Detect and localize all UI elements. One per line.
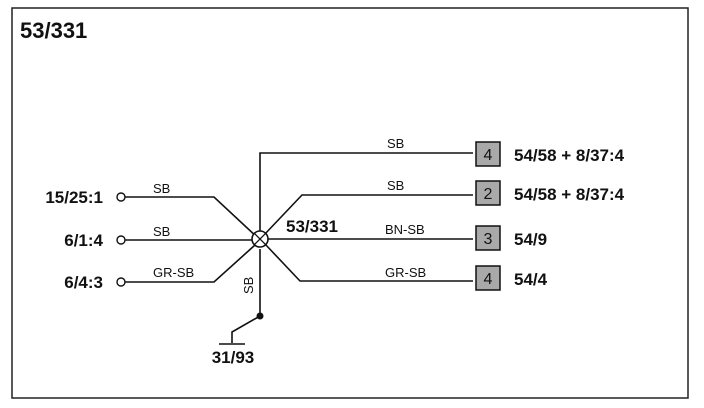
right-connection: 3 BN-SB 54/9 bbox=[268, 222, 547, 251]
connection-label: 15/25:1 bbox=[45, 188, 103, 207]
connection-label: 54/9 bbox=[514, 230, 547, 249]
wire bbox=[125, 244, 256, 283]
wire-color-label: GR-SB bbox=[153, 265, 194, 280]
wire bbox=[125, 196, 260, 240]
wire bbox=[259, 152, 473, 233]
wire-color-label: SB bbox=[153, 224, 170, 239]
right-connection: 4 GR-SB 54/4 bbox=[264, 243, 548, 291]
wire-color-label: SB bbox=[387, 136, 404, 151]
connection-label: 6/4:3 bbox=[64, 273, 103, 292]
wire-color-label: BN-SB bbox=[385, 222, 425, 237]
connector-pin bbox=[475, 141, 501, 167]
ground-label: 31/93 bbox=[212, 348, 255, 367]
connector-pin bbox=[475, 225, 501, 251]
wire-color-label: SB bbox=[387, 178, 404, 193]
connection-label: 6/1:4 bbox=[64, 231, 103, 250]
terminal-circle bbox=[116, 192, 126, 202]
wire-color-label: SB bbox=[241, 277, 256, 294]
wire bbox=[263, 194, 473, 236]
connection-label: 54/4 bbox=[514, 270, 548, 289]
connector-pin bbox=[475, 180, 501, 206]
pin-number: 2 bbox=[484, 186, 493, 203]
right-connection: 4 SB 54/58 + 8/37:4 bbox=[259, 136, 625, 233]
wire bbox=[264, 243, 473, 282]
connector-pin bbox=[475, 265, 501, 291]
right-connection: 2 SB 54/58 + 8/37:4 bbox=[263, 178, 625, 236]
wire-color-label: GR-SB bbox=[385, 265, 426, 280]
diagram-title: 53/331 bbox=[20, 18, 87, 43]
connection-label: 54/58 + 8/37:4 bbox=[514, 146, 625, 165]
wire bbox=[231, 315, 261, 343]
pin-number: 4 bbox=[484, 147, 493, 164]
diagram-frame bbox=[11, 7, 689, 399]
wire-color-label: SB bbox=[153, 181, 170, 196]
splice-node bbox=[251, 230, 269, 248]
connection-label: 54/58 + 8/37:4 bbox=[514, 185, 625, 204]
splice-label: 53/331 bbox=[286, 217, 338, 236]
pin-number: 3 bbox=[484, 231, 493, 248]
terminal-circle bbox=[116, 277, 126, 287]
left-connection: 15/25:1 SB bbox=[45, 181, 260, 240]
left-connection: 6/4:3 GR-SB bbox=[64, 244, 256, 292]
terminal-circle bbox=[116, 235, 126, 245]
pin-number: 4 bbox=[484, 271, 493, 288]
ground-connection: SB 31/93 bbox=[212, 249, 264, 367]
left-connection: 6/1:4 SB bbox=[64, 224, 252, 250]
